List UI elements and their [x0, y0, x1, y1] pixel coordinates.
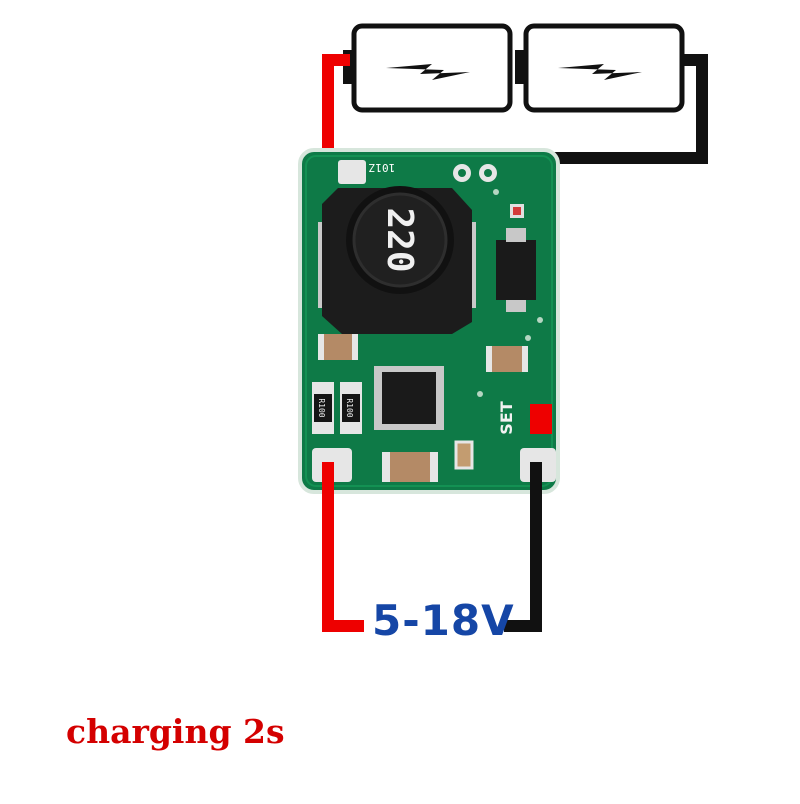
capacitor [486, 346, 528, 372]
battery-cell-2 [515, 23, 685, 113]
pcb-board: 220 101Z [298, 148, 560, 494]
input-positive-wire [322, 462, 364, 632]
svg-text:R100: R100 [317, 398, 326, 417]
ic-marking: 101Z [368, 161, 395, 174]
svg-text:R100: R100 [345, 398, 354, 417]
set-label: SET [497, 401, 516, 434]
resistor: R100 [312, 382, 334, 434]
charger-ic [374, 366, 444, 430]
capacitor [382, 452, 438, 482]
diode [496, 228, 536, 312]
battery-negative-wire [522, 54, 708, 164]
battery-pack [343, 23, 685, 113]
input-negative-wire [504, 462, 542, 632]
lightning-bolt-icon [558, 64, 642, 80]
inductor-marking: 220 [379, 207, 420, 272]
inductor: 220 101Z [318, 161, 476, 334]
resistor: R100 [340, 382, 362, 434]
capacitor [318, 334, 358, 360]
battery-cell-1 [343, 23, 513, 113]
set-pad [530, 404, 552, 434]
battery-positive-wire [322, 54, 350, 168]
input-voltage-label: 5-18V [372, 596, 515, 645]
lightning-bolt-icon [386, 64, 470, 80]
caption: charging 2s [66, 712, 285, 751]
